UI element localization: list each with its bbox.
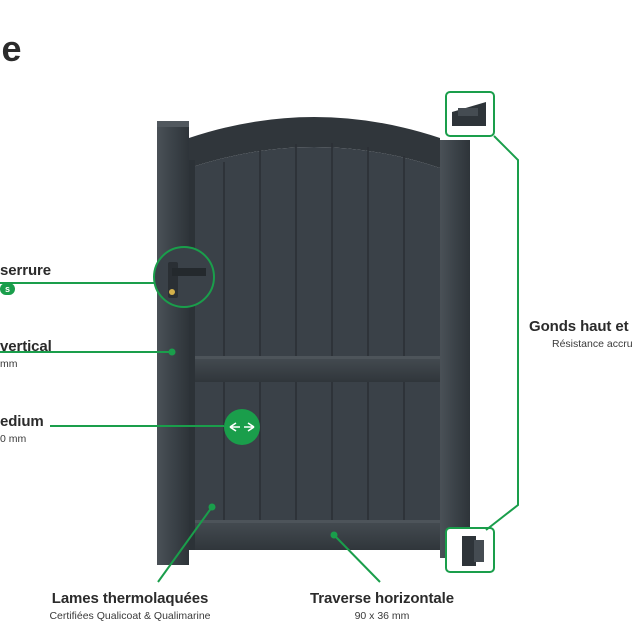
callout-gonds-title: Gonds haut et: [529, 318, 629, 335]
callout-traverse-subtitle: 90 x 36 mm: [354, 610, 410, 622]
callout-serrure-title: serrure: [0, 262, 52, 279]
callout-serrure: serrure s: [0, 262, 51, 297]
middle-rail: [189, 356, 440, 382]
callout-serrure-badge: s: [0, 283, 16, 295]
double-arrow-icon: [224, 409, 260, 445]
callout-medium: edium 0 mm: [0, 413, 44, 445]
bottom-rail: [189, 520, 440, 550]
callout-lames: Lames thermolaquées Certifiées Qualicoat…: [30, 590, 230, 622]
callout-vertical-title: vertical: [0, 338, 52, 355]
callout-medium-subtitle: 0 mm: [0, 433, 27, 445]
right-post: [440, 140, 470, 558]
callout-gonds: Gonds haut et Résistance accru: [529, 318, 633, 350]
callout-lames-subtitle: Certifiées Qualicoat & Qualimarine: [49, 610, 211, 622]
gate-leaf: [189, 117, 440, 550]
bottom-hinge-icon: [445, 527, 495, 573]
leader-lines: [0, 135, 519, 583]
callout-lames-title: Lames thermolaquées: [51, 590, 209, 607]
hinge-icon: [445, 91, 495, 137]
callout-vertical-subtitle: mm: [0, 358, 18, 370]
callout-vertical: vertical mm: [0, 338, 52, 370]
lock-handle-icon: [153, 246, 215, 308]
callout-traverse: Traverse horizontale 90 x 36 mm: [282, 590, 482, 622]
page-heading: le: [0, 28, 22, 69]
callout-gonds-subtitle: Résistance accru: [552, 338, 633, 350]
left-post: [157, 121, 189, 565]
callout-traverse-title: Traverse horizontale: [310, 590, 454, 607]
callout-medium-title: edium: [0, 413, 44, 430]
vertical-slats: [223, 143, 405, 520]
